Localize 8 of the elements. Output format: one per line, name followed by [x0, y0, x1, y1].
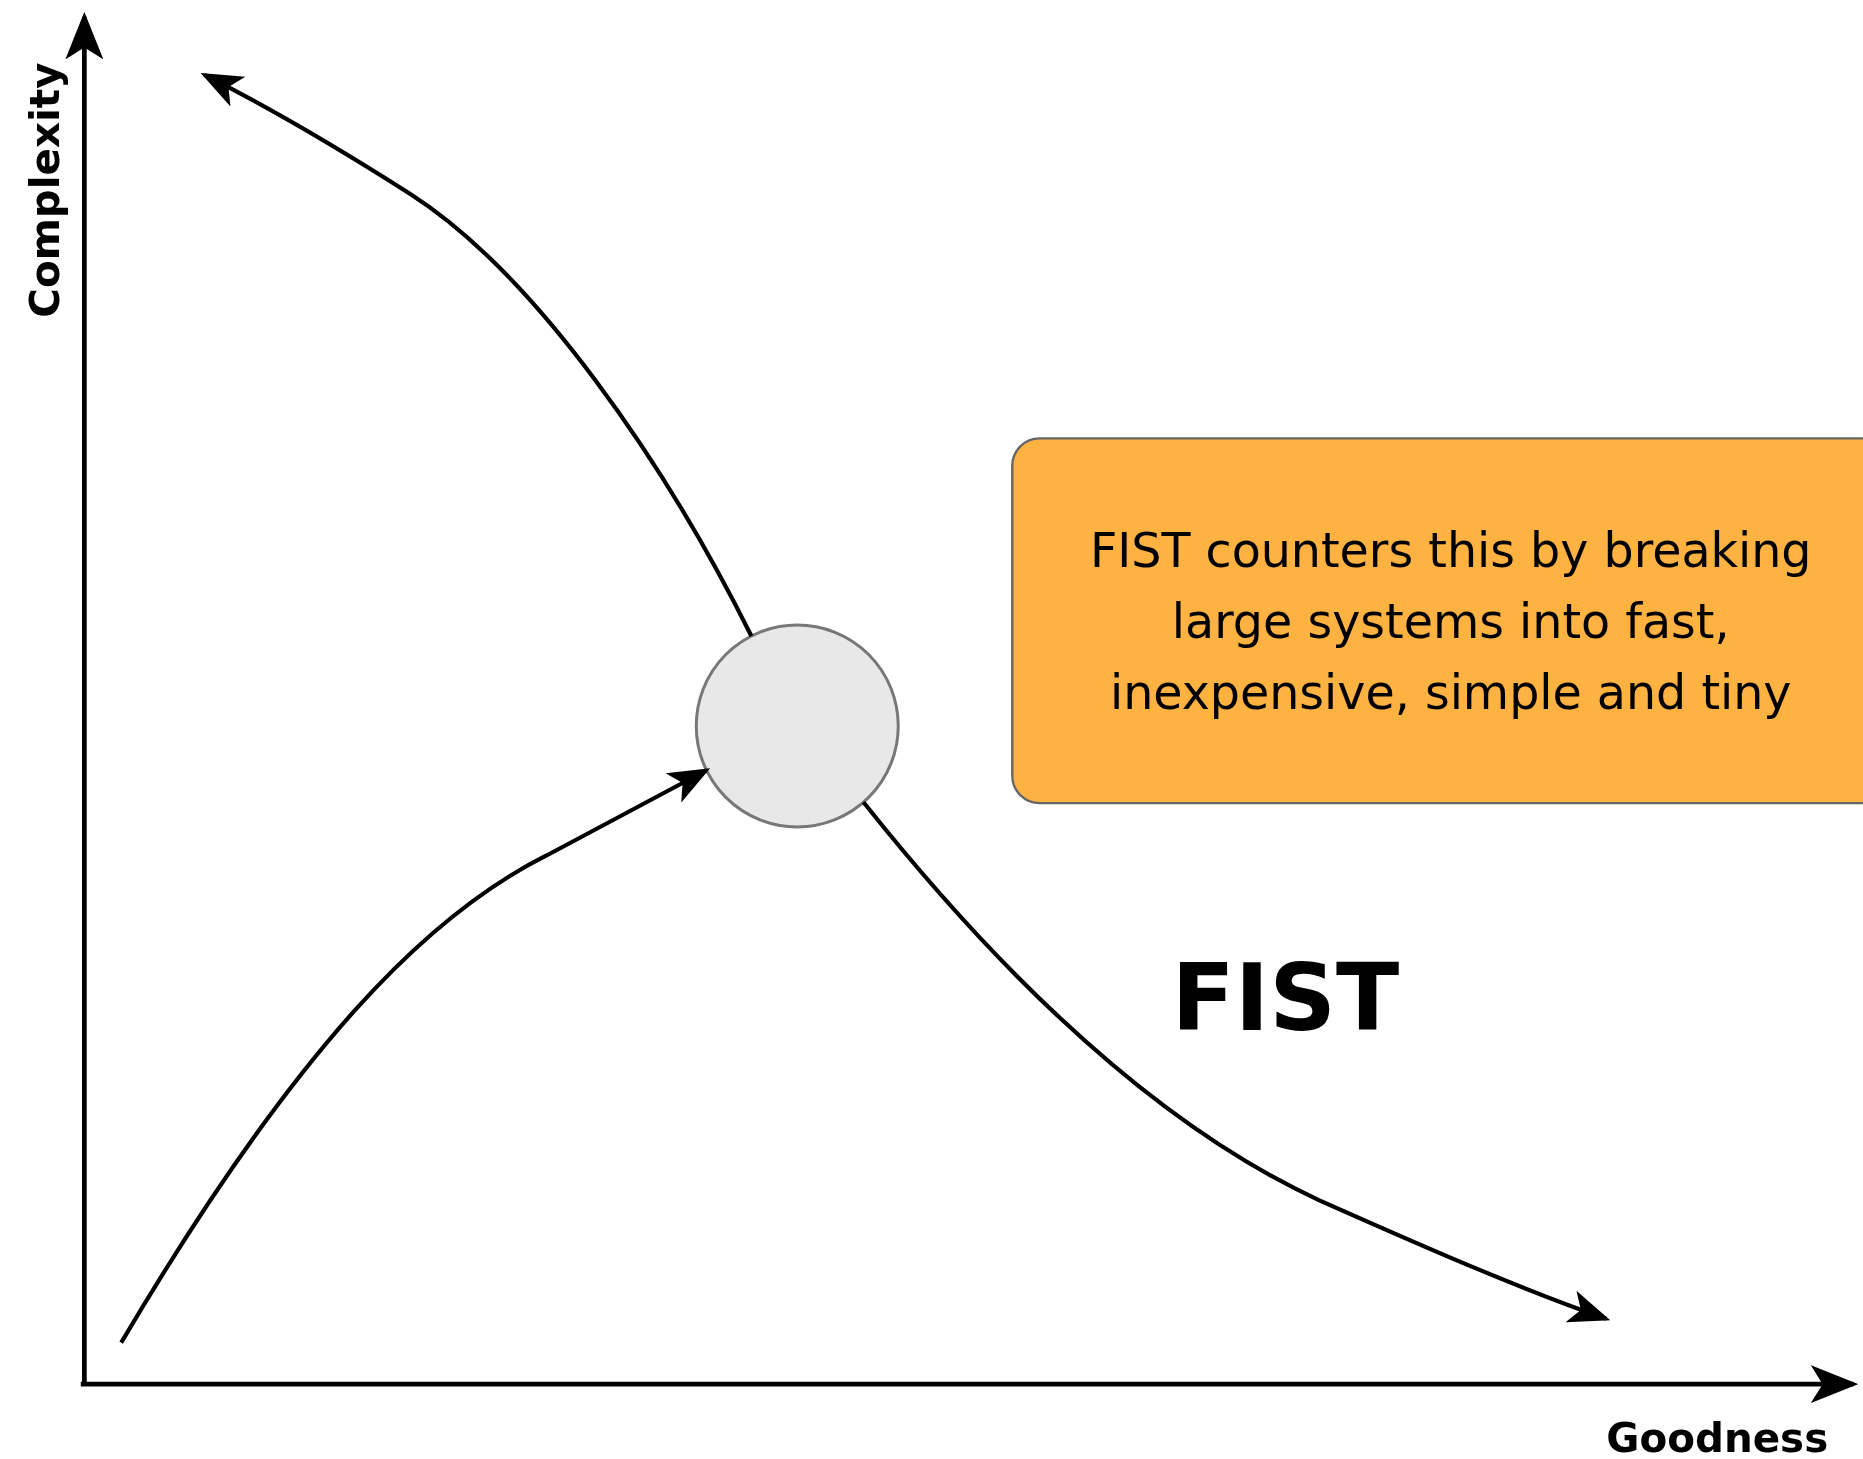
callout-text: FIST counters this by breaking large systems into fast, inexpensive, simple and tiny: [1088, 521, 1813, 722]
axis-label: Complexity: [20, 62, 69, 318]
curve-arrow: [861, 800, 1611, 1322]
curve-arrow: [200, 72, 754, 637]
curve-arrow: [119, 768, 711, 1344]
chart-label: FIST: [1171, 944, 1400, 1052]
axis-label: Goodness: [1606, 1413, 1829, 1459]
highlight-circle: [694, 623, 900, 829]
